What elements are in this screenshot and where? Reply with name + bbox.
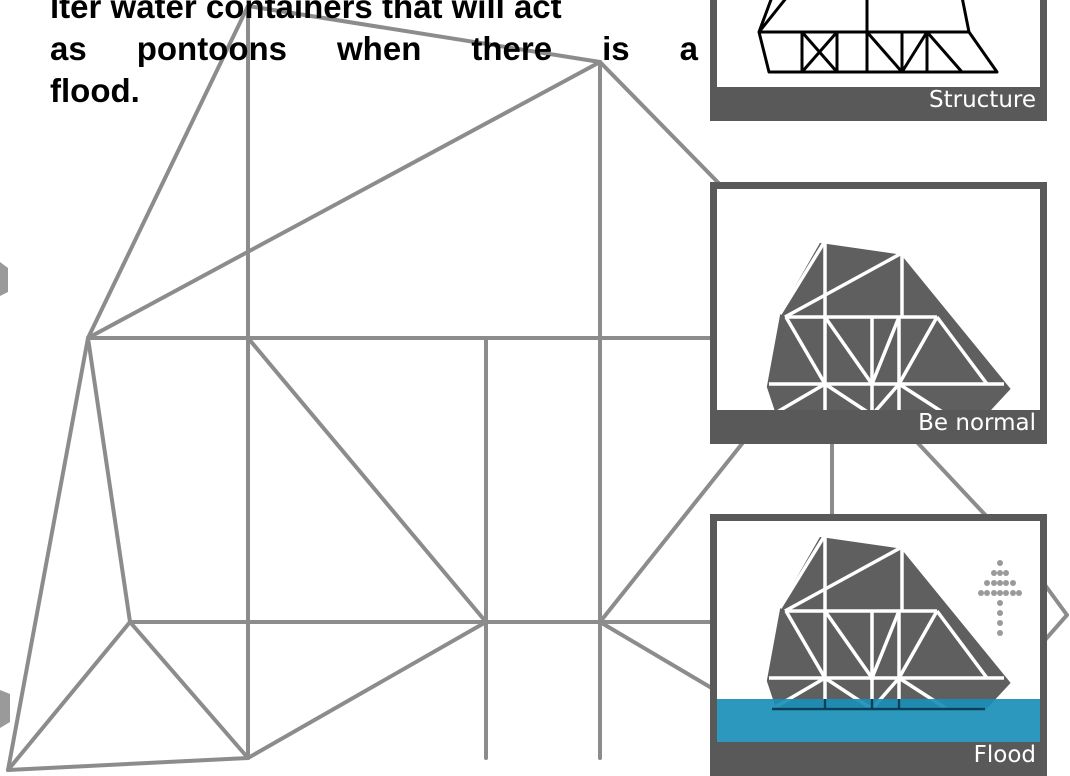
intro-word: when (337, 30, 422, 67)
normal-caption: Be normal (717, 410, 1040, 437)
wire-edge (246, 620, 488, 760)
normal-panel: Be normal (710, 182, 1047, 444)
wire-edge (1043, 583, 1069, 642)
intro-line-2: as pontoons when there is a (50, 28, 698, 70)
wire-edge (86, 60, 602, 340)
structure-panel: Structure (710, 0, 1047, 121)
intro-word: as (50, 30, 87, 67)
flood-caption: Flood (717, 742, 1040, 769)
flood-water (717, 699, 1040, 749)
wire-edge (86, 336, 132, 624)
left-block-bottom (0, 690, 10, 728)
intro-word: pontoons (136, 30, 288, 67)
wire-edge (6, 620, 132, 772)
flood-panel: Flood (710, 514, 1047, 776)
structure-drawing (757, 0, 999, 74)
wire-outline (6, 4, 747, 772)
wire-edge (128, 620, 250, 760)
flood-drawing (717, 533, 1040, 749)
normal-drawing (763, 239, 1015, 419)
wire-edge (913, 438, 992, 522)
intro-line-3: flood. (50, 72, 140, 109)
rise-arrow-icon (978, 560, 1022, 636)
intro-word: there (471, 30, 553, 67)
intro-word: is (602, 30, 630, 67)
structure-caption: Structure (717, 87, 1040, 114)
intro-paragraph: lter water containers that will act as p… (50, 0, 698, 112)
left-block-top (0, 262, 8, 296)
intro-word: a (679, 30, 698, 67)
wire-edge (246, 336, 488, 624)
wire-edge (598, 620, 717, 692)
intro-line-1: lter water containers that will act (50, 0, 562, 25)
wire-edge (598, 438, 747, 624)
wire-edge (6, 756, 250, 772)
